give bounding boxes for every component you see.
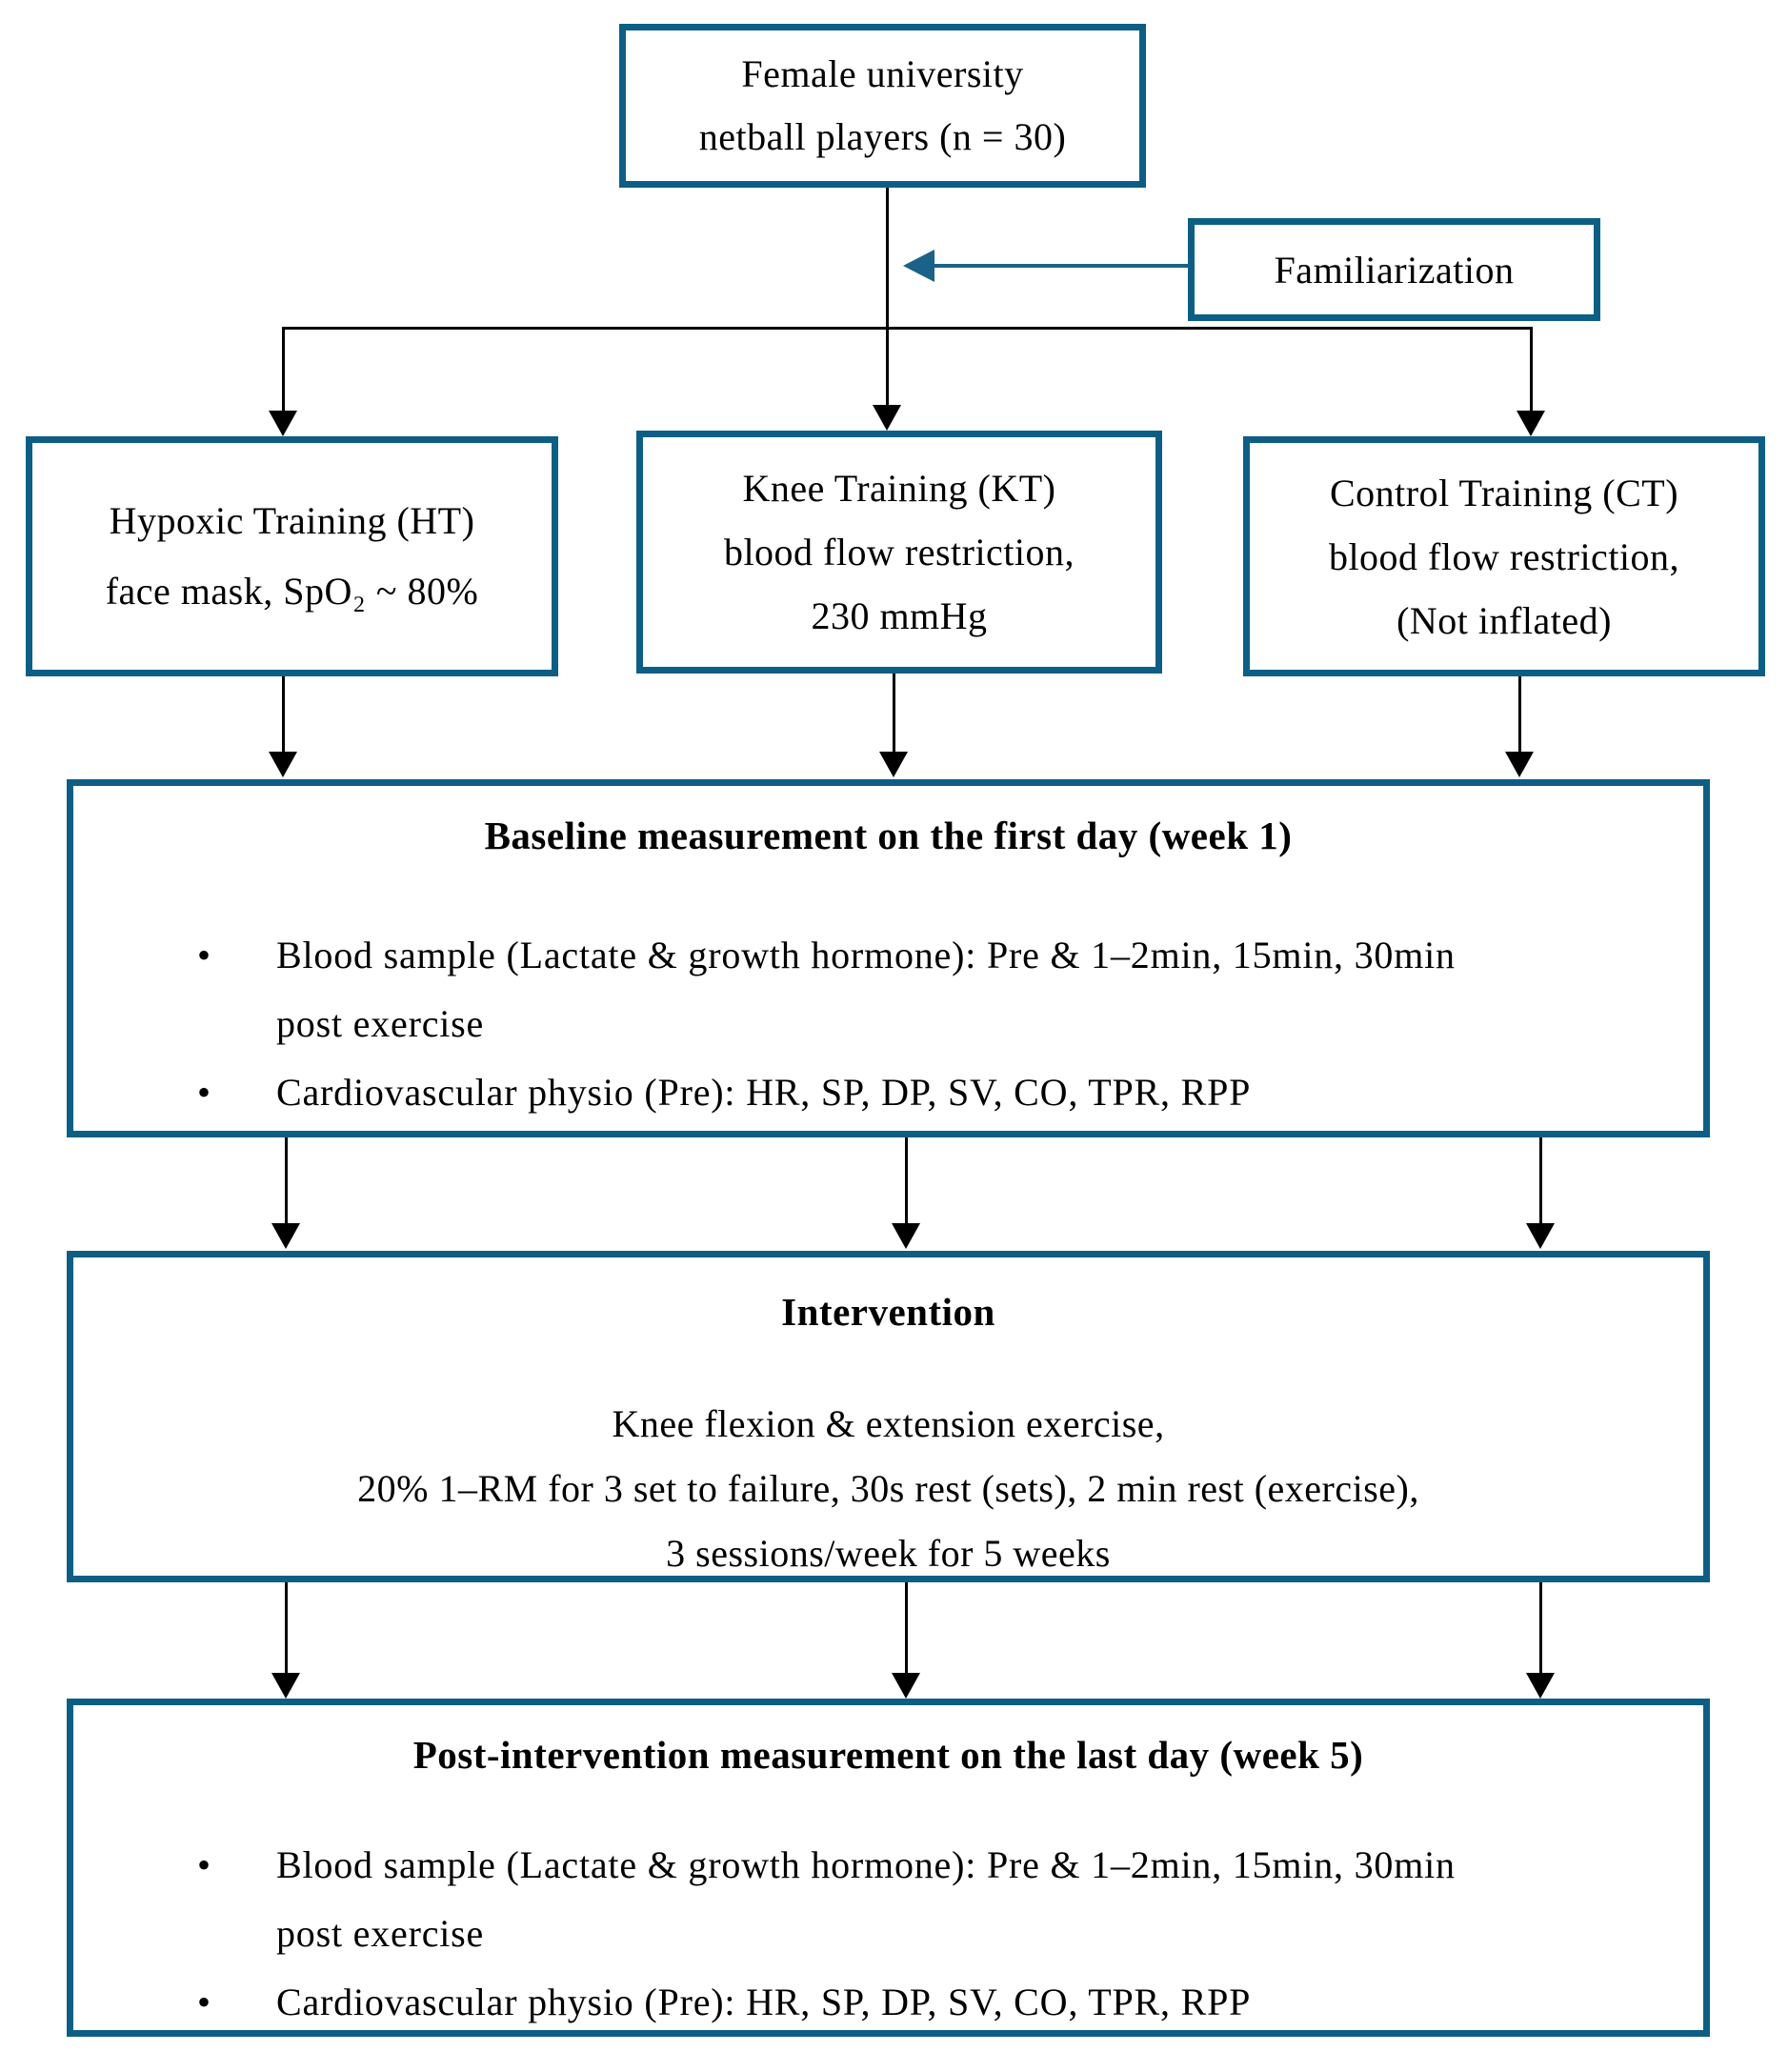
intervention-title: Intervention — [781, 1290, 995, 1334]
arrow-down-icon — [1517, 411, 1545, 436]
baseline-bullet1-line1: Blood sample (Lactate & growth hormone):… — [276, 934, 1456, 976]
list-item: • Blood sample (Lactate & growth hormone… — [73, 921, 1703, 990]
population-box: Female university netball players (n = 3… — [619, 24, 1146, 188]
arrow-shaft — [282, 327, 285, 412]
bullet-icon: • — [197, 1071, 211, 1114]
bullet-icon: • — [197, 1843, 211, 1886]
list-item: • Blood sample (Lactate & growth hormone… — [73, 1831, 1703, 1900]
arrow-down-icon — [1505, 752, 1534, 777]
connector-population-to-branch — [886, 188, 889, 330]
arrow-down-icon — [1526, 1223, 1555, 1249]
arrow-shaft — [1518, 676, 1521, 754]
arrow-down-icon — [892, 1223, 920, 1249]
familiarization-box: Familiarization — [1188, 218, 1600, 321]
post-bullet-list: • Blood sample (Lactate & growth hormone… — [73, 1831, 1703, 2037]
intervention-line-3: 3 sessions/week for 5 weeks — [666, 1532, 1111, 1575]
arrow-down-icon — [1526, 1673, 1555, 1699]
hypoxic-line-2: face mask, SpO₂ ~ 80% — [105, 570, 479, 613]
arrow-shaft — [285, 1582, 288, 1673]
control-line-1: Control Training (CT) — [1329, 471, 1679, 514]
arrow-shaft — [905, 1137, 908, 1225]
branch-line — [283, 327, 1533, 330]
control-training-box: Control Training (CT) blood flow restric… — [1243, 436, 1765, 676]
baseline-box: Baseline measurement on the first day (w… — [67, 779, 1710, 1137]
intervention-line-2: 20% 1–RM for 3 set to failure, 30s rest … — [357, 1467, 1419, 1510]
arrow-down-icon — [269, 752, 297, 777]
arrow-shaft — [1539, 1137, 1542, 1225]
list-item: • Cardiovascular physio (Pre): HR, SP, D… — [73, 1968, 1703, 2037]
baseline-title: Baseline measurement on the first day (w… — [484, 814, 1293, 857]
arrow-shaft — [929, 264, 1188, 268]
population-line-1: Female university — [741, 52, 1024, 95]
arrow-shaft — [886, 327, 889, 407]
list-item: • Cardiovascular physio (Pre): HR, SP, D… — [73, 1058, 1703, 1127]
arrow-shaft — [893, 674, 895, 754]
population-line-2: netball players (n = 30) — [698, 115, 1067, 158]
post-bullet2-line1: Cardiovascular physio (Pre): HR, SP, DP,… — [276, 1981, 1252, 2023]
knee-training-box: Knee Training (KT) blood flow restrictio… — [636, 431, 1162, 674]
knee-line-1: Knee Training (KT) — [742, 467, 1056, 510]
arrow-shaft — [905, 1582, 908, 1673]
baseline-bullet2-line1: Cardiovascular physio (Pre): HR, SP, DP,… — [276, 1071, 1252, 1114]
arrow-shaft — [1539, 1582, 1542, 1673]
control-line-3: (Not inflated) — [1396, 598, 1612, 642]
arrow-down-icon — [892, 1673, 920, 1699]
intervention-detail: Knee flexion & extension exercise, 20% 1… — [73, 1392, 1703, 1586]
post-bullet1-line2: post exercise — [276, 1912, 485, 1955]
intervention-line-1: Knee flexion & extension exercise, — [612, 1402, 1165, 1445]
arrow-down-icon — [269, 411, 297, 436]
arrow-shaft — [282, 676, 285, 754]
arrow-down-icon — [271, 1223, 300, 1249]
baseline-bullet1-line2: post exercise — [276, 1002, 485, 1045]
hypoxic-training-box: Hypoxic Training (HT) face mask, SpO₂ ~ … — [26, 436, 558, 676]
familiarization-label: Familiarization — [1274, 248, 1515, 292]
arrow-shaft — [285, 1137, 288, 1225]
baseline-bullet-list: • Blood sample (Lactate & growth hormone… — [73, 921, 1703, 1127]
control-line-2: blood flow restriction, — [1328, 534, 1680, 578]
arrow-shaft — [1530, 327, 1533, 412]
bullet-icon: • — [197, 1981, 211, 2023]
hypoxic-line-1: Hypoxic Training (HT) — [109, 499, 475, 542]
intervention-box: Intervention Knee flexion & extension ex… — [67, 1251, 1710, 1582]
list-item: post exercise — [73, 1900, 1703, 1968]
knee-line-2: blood flow restriction, — [723, 531, 1075, 573]
post-intervention-title: Post-intervention measurement on the las… — [412, 1733, 1364, 1777]
post-bullet1-line1: Blood sample (Lactate & growth hormone):… — [276, 1843, 1456, 1886]
bullet-icon: • — [197, 934, 211, 976]
arrow-down-icon — [271, 1673, 300, 1699]
post-intervention-box: Post-intervention measurement on the las… — [67, 1699, 1710, 2037]
arrow-left-icon — [903, 250, 934, 282]
knee-line-3: 230 mmHg — [811, 594, 988, 637]
list-item: post exercise — [73, 990, 1703, 1058]
arrow-down-icon — [873, 405, 901, 431]
arrow-down-icon — [879, 752, 908, 777]
